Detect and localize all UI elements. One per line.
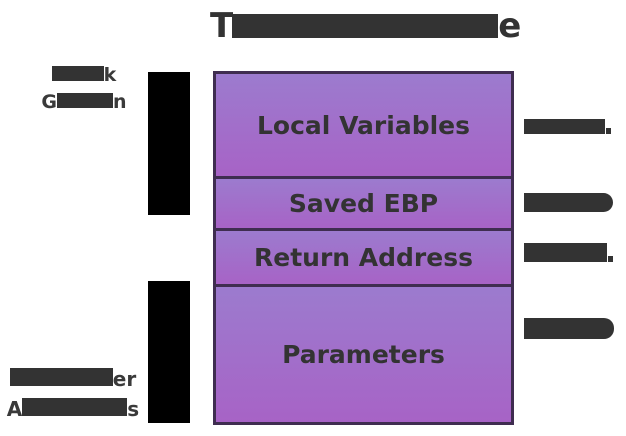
- stack-section-return-address: Return Address: [216, 228, 511, 284]
- offset-label-local-variables-redacted: [524, 119, 611, 134]
- label-text-fragment: er: [112, 367, 137, 391]
- redaction-bar: [524, 119, 605, 134]
- stack-section-label: Local Variables: [257, 110, 470, 140]
- label-text-fragment: e: [498, 6, 521, 46]
- stack-section-label: Return Address: [254, 243, 473, 272]
- label-text-fragment: n: [113, 91, 127, 113]
- redaction-bar: [524, 193, 613, 212]
- offset-label-parameters-redacted: [524, 318, 614, 339]
- offset-label-saved-ebp-redacted: [524, 193, 613, 212]
- redaction-bar: [232, 14, 499, 38]
- label-text-fragment: A: [6, 397, 23, 421]
- redaction-bar: [524, 243, 607, 262]
- stack-section-parameters: Parameters: [216, 284, 511, 422]
- label-text-fragment: s: [127, 397, 140, 421]
- stack-section-local-variables: Local Variables: [216, 74, 511, 176]
- redaction-bar: [9, 368, 113, 386]
- redaction-bar: [606, 128, 611, 134]
- stack-section-label: Parameters: [282, 340, 445, 369]
- label-text-fragment: G: [41, 91, 58, 113]
- stack-growth-arrow-redacted: [148, 72, 190, 215]
- stack-growth-label-line1: k: [28, 62, 140, 89]
- stack-box: Local Variables Saved EBP Return Address…: [213, 71, 514, 425]
- redaction-bar: [51, 66, 104, 81]
- redaction-bar: [57, 93, 114, 108]
- label-text-fragment: k: [103, 64, 117, 86]
- redaction-bar: [608, 256, 613, 262]
- stack-section-saved-ebp: Saved EBP: [216, 176, 511, 228]
- higher-addresses-label-line1: er: [2, 364, 144, 394]
- offset-label-return-address-redacted: [524, 243, 613, 262]
- label-text-fragment: T: [210, 6, 233, 46]
- redaction-bar: [22, 398, 128, 416]
- stack-section-label: Saved EBP: [288, 189, 439, 218]
- redaction-bar: [524, 318, 614, 339]
- higher-addresses-arrow-redacted: [148, 281, 190, 423]
